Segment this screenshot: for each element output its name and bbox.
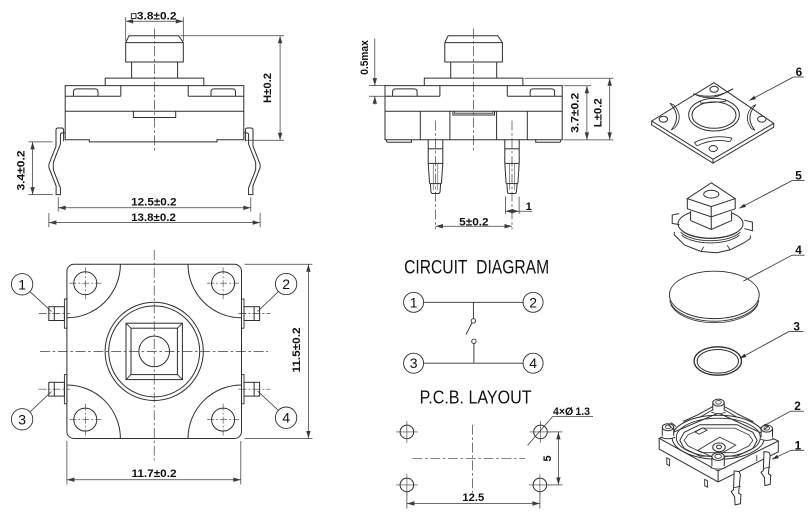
svg-text:3.7±0.2: 3.7±0.2 bbox=[570, 93, 582, 133]
svg-text:2: 2 bbox=[794, 399, 801, 413]
svg-text:0.5max: 0.5max bbox=[359, 40, 371, 75]
svg-text:4: 4 bbox=[795, 243, 802, 257]
svg-text:1: 1 bbox=[526, 201, 532, 213]
svg-text:P.C.B. LAYOUT: P.C.B. LAYOUT bbox=[420, 386, 532, 407]
svg-text:12.5: 12.5 bbox=[462, 492, 484, 504]
svg-text:11.5±0.2: 11.5±0.2 bbox=[291, 328, 303, 373]
svg-text:2: 2 bbox=[529, 294, 537, 310]
svg-text:5: 5 bbox=[795, 169, 802, 183]
svg-text:CIRCUIT DIAGRAM: CIRCUIT DIAGRAM bbox=[404, 257, 549, 278]
svg-text:1: 1 bbox=[18, 276, 26, 292]
svg-text:2: 2 bbox=[282, 276, 290, 292]
svg-text:3: 3 bbox=[793, 319, 800, 333]
svg-text:H±0.2: H±0.2 bbox=[262, 73, 274, 103]
svg-text:4: 4 bbox=[282, 410, 290, 426]
svg-text:5: 5 bbox=[542, 455, 554, 461]
svg-text:13.8±0.2: 13.8±0.2 bbox=[131, 212, 176, 224]
svg-text:4×Ø 1.3: 4×Ø 1.3 bbox=[553, 406, 590, 418]
svg-text:5±0.2: 5±0.2 bbox=[459, 216, 488, 228]
svg-text:3.8±0.2: 3.8±0.2 bbox=[137, 10, 177, 22]
svg-text:6: 6 bbox=[796, 65, 803, 79]
svg-text:3.4±0.2: 3.4±0.2 bbox=[16, 151, 28, 191]
svg-text:11.7±0.2: 11.7±0.2 bbox=[132, 468, 177, 480]
svg-text:4: 4 bbox=[529, 355, 537, 371]
svg-text:L±0.2: L±0.2 bbox=[593, 98, 605, 127]
svg-text:1: 1 bbox=[410, 294, 418, 310]
svg-text:1: 1 bbox=[795, 438, 802, 452]
svg-text:3: 3 bbox=[18, 411, 26, 427]
svg-text:12.5±0.2: 12.5±0.2 bbox=[131, 197, 176, 209]
svg-text:3: 3 bbox=[410, 355, 418, 371]
